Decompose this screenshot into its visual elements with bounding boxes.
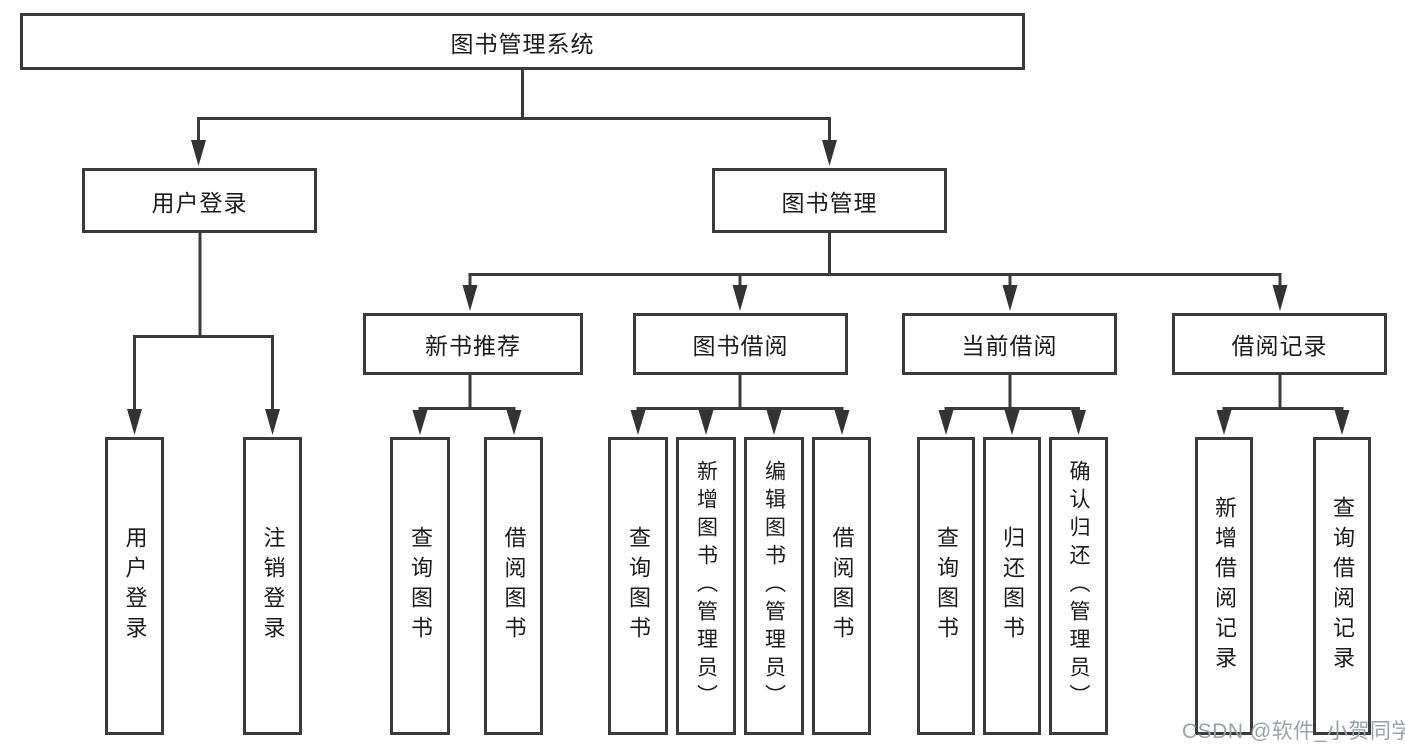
node-label: 当前借阅 (961, 333, 1058, 359)
node-new-book-recommend: 新书推荐 (363, 313, 583, 375)
leaf-query-book-1: 查询图书 (390, 437, 450, 735)
watermark: CSDN @软件_小贺同学 (1182, 720, 1405, 743)
leaf-label: 查询图书 (626, 526, 651, 646)
leaf-borrow-book-2: 借阅图书 (812, 437, 871, 735)
node-label: 用户登录 (151, 189, 248, 216)
leaf-add-borrow-record: 新增借阅记录 (1195, 437, 1253, 735)
node-book-borrow: 图书借阅 (633, 313, 848, 375)
node-label: 新书推荐 (425, 333, 521, 359)
leaf-label: 归还图书 (1000, 526, 1025, 646)
node-borrow-records: 借阅记录 (1172, 313, 1387, 375)
leaf-label: 借阅图书 (501, 526, 527, 646)
leaf-edit-book-admin: 编辑图书（管理员） (744, 437, 804, 735)
leaf-label: 编辑图书（管理员） (762, 460, 786, 712)
node-label: 图书管理 (781, 189, 878, 216)
leaf-return-book: 归还图书 (983, 437, 1041, 735)
leaf-label: 确认归还（管理员） (1067, 460, 1090, 712)
node-label: 借阅记录 (1231, 333, 1328, 359)
leaf-label: 用户登录 (122, 526, 148, 646)
node-book-management: 图书管理 (712, 168, 947, 233)
leaf-borrow-book-1: 借阅图书 (484, 437, 543, 735)
leaf-label: 注销登录 (260, 526, 286, 646)
leaf-query-book-3: 查询图书 (917, 437, 975, 735)
leaf-label: 借阅图书 (829, 526, 855, 646)
leaf-label: 新增借阅记录 (1212, 496, 1237, 676)
node-root-label: 图书管理系统 (450, 30, 595, 57)
node-label: 图书借阅 (692, 333, 789, 359)
node-root: 图书管理系统 (20, 13, 1025, 70)
leaf-query-book-2: 查询图书 (608, 437, 668, 735)
leaf-label: 查询图书 (934, 526, 959, 646)
arrowheads (127, 140, 1350, 435)
node-user-login: 用户登录 (82, 168, 317, 233)
leaf-add-book-admin: 新增图书（管理员） (676, 437, 736, 735)
leaf-label: 新增图书（管理员） (694, 460, 718, 712)
leaf-query-borrow-record: 查询借阅记录 (1313, 437, 1371, 735)
leaf-user-login: 用户登录 (105, 437, 164, 735)
leaf-confirm-return-admin: 确认归还（管理员） (1049, 437, 1108, 735)
leaf-label: 查询图书 (408, 526, 433, 646)
leaf-logout: 注销登录 (243, 437, 302, 735)
leaf-label: 查询借阅记录 (1330, 496, 1355, 676)
node-current-borrow: 当前借阅 (902, 313, 1117, 375)
